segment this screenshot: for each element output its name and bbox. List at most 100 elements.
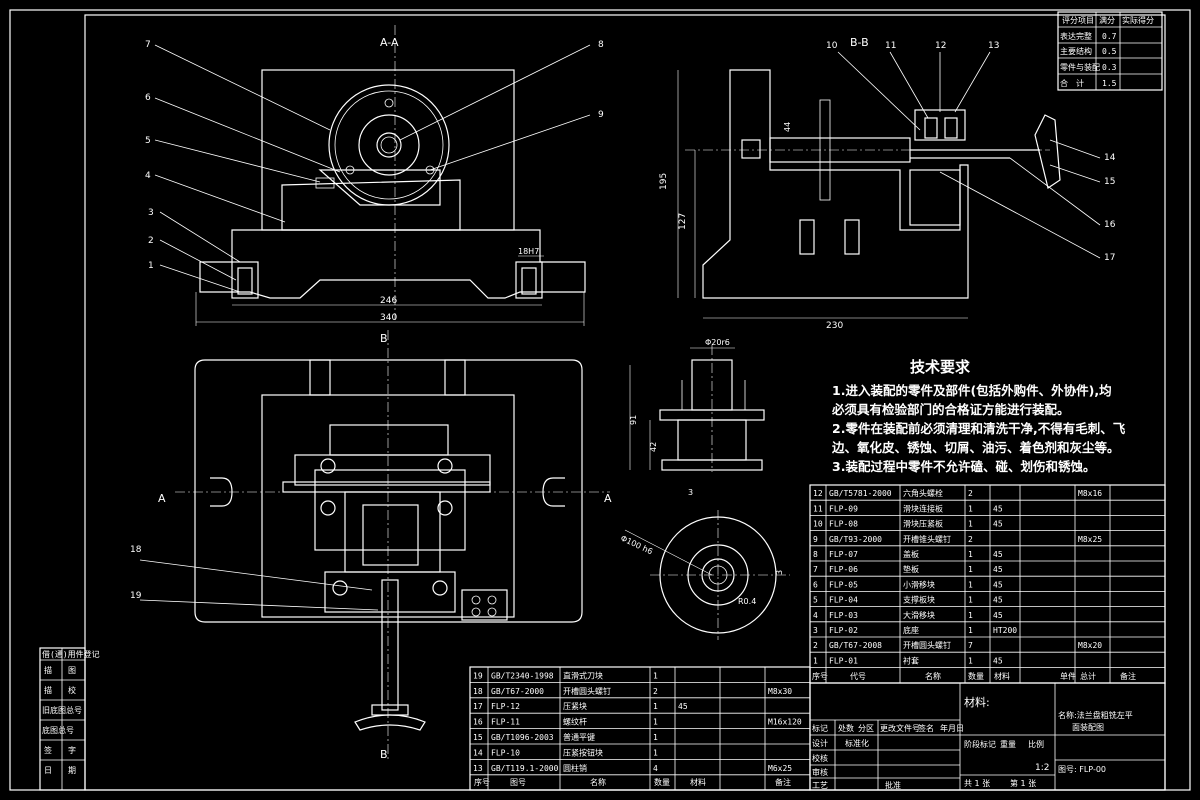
bomu-cell: 大滑移块 [903, 610, 935, 620]
balloon-9: 9 [598, 110, 604, 120]
bomu-cell: 1 [968, 565, 973, 574]
tech-requirements: 技术要求 1.进入装配的零件及部件(包括外购件、外协件),均 必须具有检验部门的… [831, 358, 1126, 474]
bomu-cell: 45 [993, 504, 1003, 513]
bomu-cell: 1 [968, 580, 973, 589]
bomu-cell: 1 [968, 504, 973, 513]
dim-r04: R0.4 [738, 597, 756, 606]
boml-cell: M16x120 [768, 718, 802, 727]
tb-weight: 重量 [1000, 739, 1016, 749]
sign-1: 处数 [838, 723, 854, 733]
score-table: 评分项目 满分 实际得分 表达完整 0.7 主要结构 0.5 零件与装配 0.3… [1057, 11, 1163, 91]
bomu-cell: 开槽锥头螺钉 [903, 534, 951, 544]
bomu-cell: M8x25 [1078, 535, 1102, 544]
bomu-cell: 45 [993, 611, 1003, 620]
tech-line-2: 必须具有检验部门的合格证方能进行装配。 [831, 402, 1070, 417]
tb-name-2: 面装配图 [1072, 722, 1104, 732]
bomu-cell: FLP-03 [829, 611, 858, 620]
dim-phi100: Φ100 h6 [619, 534, 654, 557]
balloon-18: 18 [130, 545, 142, 555]
bomu-h3: 数量 [968, 671, 984, 681]
bomu-cell: GB/T93-2000 [829, 535, 882, 544]
tb-name-1: 名称:法兰盘粗铣左平 [1058, 710, 1133, 720]
tech-line-1: 1.进入装配的零件及部件(包括外购件、外协件),均 [832, 383, 1112, 398]
balloon-15: 15 [1104, 177, 1115, 187]
boml-cell: 压紧块 [563, 701, 587, 711]
score-r2c1: 0.3 [1102, 63, 1117, 72]
dim-42: 42 [649, 442, 658, 452]
side-strip: 借(通)用件登记 描 图 描 校 旧底图总号 底图总号 签 字 日 期 [39, 647, 100, 791]
side-label-2: 描 校 [44, 685, 76, 695]
boml-cell: 4 [653, 764, 658, 773]
boml-cell: GB/T119.1-2000 [491, 764, 559, 773]
dim-44: 44 [783, 122, 792, 132]
side-label-5: 签 字 [44, 745, 76, 755]
bomu-cell: 45 [993, 580, 1003, 589]
sign-2: 分区 [858, 724, 874, 733]
bomu-cell: FLP-01 [829, 656, 858, 665]
tb-approve: 审核 [812, 767, 828, 777]
bomu-cell: FLP-09 [829, 504, 858, 513]
bomu-cell: 11 [813, 504, 823, 513]
side-label-4: 底图总号 [42, 725, 74, 735]
side-label-1: 描 图 [44, 665, 76, 675]
bomu-cell: 2 [968, 535, 973, 544]
bomu-cell: 垫板 [903, 564, 919, 574]
boml-cell: GB/T67-2000 [491, 687, 544, 696]
dim-3: 3 [688, 488, 693, 497]
dim-18h7: 18H7 [518, 247, 539, 256]
bomu-h7: 备注 [1120, 671, 1136, 681]
bomu-cell: 10 [813, 520, 823, 529]
boml-cell: 圆柱销 [563, 763, 587, 773]
bomu-cell: FLP-02 [829, 626, 858, 635]
view-aa: A-A 246 340 18H7 [145, 25, 604, 326]
sign-3: 更改文件号 [880, 723, 920, 733]
bomu-cell: 3 [813, 626, 818, 635]
score-r0c0: 表达完整 [1060, 31, 1092, 41]
boml-cell: 直滑式刀块 [563, 670, 603, 680]
boml-cell: 1 [653, 733, 658, 742]
bomu-cell: 7 [813, 565, 818, 574]
boml-cell: FLP-11 [491, 718, 520, 727]
score-r2c0: 零件与装配 [1060, 62, 1100, 72]
tb-stage: 阶段标记 [964, 739, 996, 749]
tb-drawing-no: 图号: FLP-00 [1058, 765, 1106, 774]
bomu-cell: 12 [813, 489, 823, 498]
tb-process: 工艺 [812, 781, 828, 790]
tech-title: 技术要求 [910, 358, 971, 376]
balloon-8: 8 [598, 40, 604, 50]
tech-line-3: 2.零件在装配前必须清理和清洗干净,不得有毛刺、飞 [832, 421, 1126, 436]
cut-a-left: A [158, 492, 166, 505]
balloon-17: 17 [1104, 253, 1115, 263]
bomu-cell: M8x20 [1078, 641, 1102, 650]
bomu-cell: 滑块连接板 [903, 503, 943, 513]
bomu-cell: GB/T67-2008 [829, 641, 882, 650]
view-aa-label: A-A [380, 36, 399, 49]
bomu-h6: 总计 [1080, 671, 1096, 681]
boml-cell: 1 [653, 748, 658, 757]
tb-scale-label: 比例 [1028, 739, 1044, 749]
boml-h1: 图号 [510, 778, 526, 787]
bomu-h1: 代号 [850, 671, 866, 681]
boml-cell: 19 [473, 671, 483, 680]
boml-cell: 1 [653, 671, 658, 680]
bomu-cell: 开槽圆头螺钉 [903, 640, 951, 650]
bomu-cell: M8x16 [1078, 489, 1102, 498]
dim-230: 230 [826, 321, 843, 331]
sign-5: 年月日 [940, 723, 964, 733]
boml-cell: 开槽圆头螺钉 [563, 686, 611, 696]
bomu-cell: 45 [993, 520, 1003, 529]
boml-cell: 17 [473, 702, 483, 711]
boml-h6: 备注 [775, 777, 791, 787]
balloon-2: 2 [148, 236, 154, 246]
bomu-cell: 1 [968, 611, 973, 620]
balloon-12: 12 [935, 41, 946, 51]
boml-cell: M8x30 [768, 687, 792, 696]
boml-cell: FLP-12 [491, 702, 520, 711]
bomu-cell: 45 [993, 656, 1003, 665]
dim-340: 340 [380, 313, 397, 323]
bomu-cell: 5 [813, 596, 818, 605]
sign-4: 签名 [918, 723, 934, 733]
boml-cell: 1 [653, 702, 658, 711]
